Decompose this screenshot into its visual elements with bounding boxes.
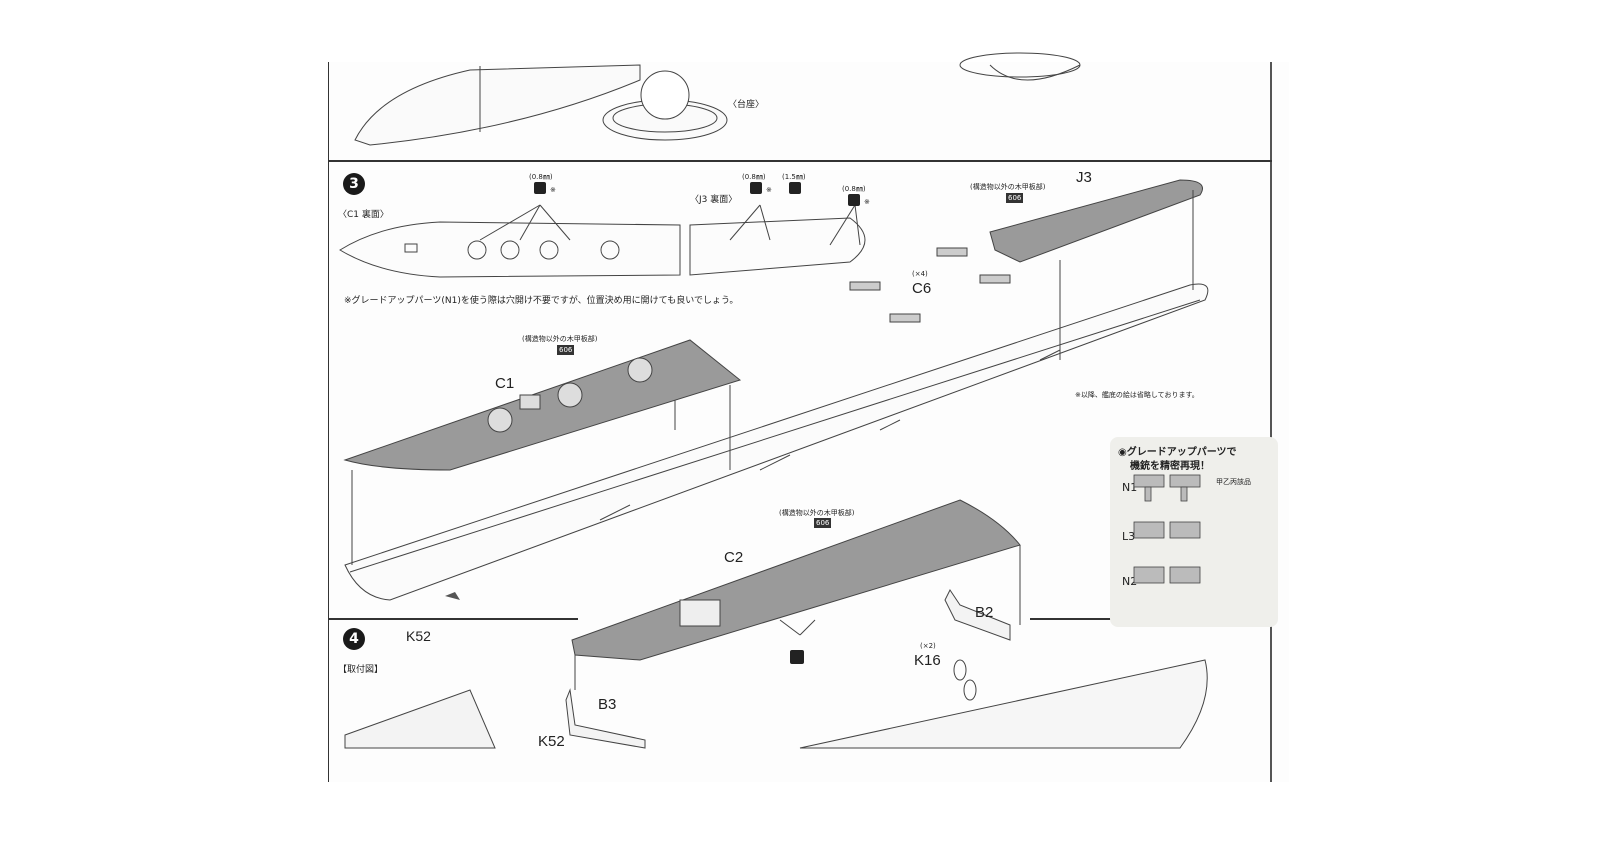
tip-row-n2: N2 bbox=[1122, 575, 1138, 588]
drill-d-asterisk: ※ bbox=[864, 198, 870, 206]
drill-size-a: (0.8㎜) bbox=[529, 173, 553, 181]
paint-marker-icon bbox=[790, 650, 804, 664]
sheet-right-edge bbox=[1270, 62, 1272, 782]
tip-title-line2: 機銃を精密再現！ bbox=[1130, 461, 1210, 472]
drill-size-d: (0.8㎜) bbox=[842, 185, 866, 193]
tip-gun-drawings bbox=[1133, 474, 1201, 584]
drill-b-asterisk: ※ bbox=[766, 186, 772, 194]
part-label-b2: B2 bbox=[975, 604, 994, 621]
part-label-b3: B3 bbox=[598, 696, 617, 713]
part-label-j3: J3 bbox=[1076, 169, 1092, 186]
part-label-c2: C2 bbox=[724, 549, 744, 566]
step4-part-label-k52: K52 bbox=[406, 628, 431, 644]
wood-deck-note-c2: (構造物以外の木甲板部) bbox=[779, 509, 855, 517]
attached-view-label: 【取付図】 bbox=[338, 665, 384, 675]
step4-top-divider-left bbox=[328, 618, 578, 620]
tip-title-line1: ◉グレードアップパーツで bbox=[1118, 447, 1237, 458]
paint-code-c1: 606 bbox=[557, 345, 575, 355]
tip-row-n1: N1 bbox=[1122, 481, 1138, 494]
upgrade-parts-note: ※グレードアップパーツ(N1)を使う際は穴開け不要ですが、位置決め用に開けても良… bbox=[344, 296, 739, 306]
part-label-k16: K16 bbox=[914, 652, 941, 669]
k16-quantity: (×2) bbox=[920, 642, 936, 650]
wood-deck-note-c1: (構造物以外の木甲板部) bbox=[522, 335, 598, 343]
tip-row-l3: L3 bbox=[1122, 530, 1136, 543]
drill-size-c: (1.5㎜) bbox=[782, 173, 806, 181]
base-label: 〈台座〉 bbox=[728, 100, 765, 110]
paint-code-j3: 606 bbox=[1006, 193, 1024, 203]
drill-a-asterisk: ※ bbox=[550, 186, 556, 194]
drill-b-icon bbox=[750, 182, 762, 194]
omit-note: ※以降、艦底の絵は省略しております。 bbox=[1075, 391, 1199, 399]
paint-code-c2: 606 bbox=[814, 518, 832, 528]
upgrade-tip-box: ◉グレードアップパーツで 機銃を精密再現！ 甲乙丙該品 N1 L3 N2 bbox=[1110, 437, 1278, 627]
step-3-badge: 3 bbox=[343, 173, 365, 195]
c6-quantity: (×4) bbox=[912, 270, 928, 278]
step3-top-divider bbox=[328, 160, 1272, 162]
part-label-k52-bottom: K52 bbox=[538, 733, 565, 750]
drill-d-icon bbox=[848, 194, 860, 206]
wood-deck-note-j3: (構造物以外の木甲板部) bbox=[970, 183, 1046, 191]
c1-reverse-label: 〈C1 裏面〉 bbox=[338, 210, 389, 220]
drill-a-icon bbox=[534, 182, 546, 194]
part-label-c6: C6 bbox=[912, 280, 932, 297]
drill-c-icon bbox=[789, 182, 801, 194]
j3-reverse-label: 〈J3 裏面〉 bbox=[690, 195, 738, 205]
tip-legend: 甲乙丙該品 bbox=[1216, 478, 1251, 486]
step-4-badge: 4 bbox=[343, 628, 365, 650]
part-label-c1: C1 bbox=[495, 375, 515, 392]
drill-size-b: (0.8㎜) bbox=[742, 173, 766, 181]
